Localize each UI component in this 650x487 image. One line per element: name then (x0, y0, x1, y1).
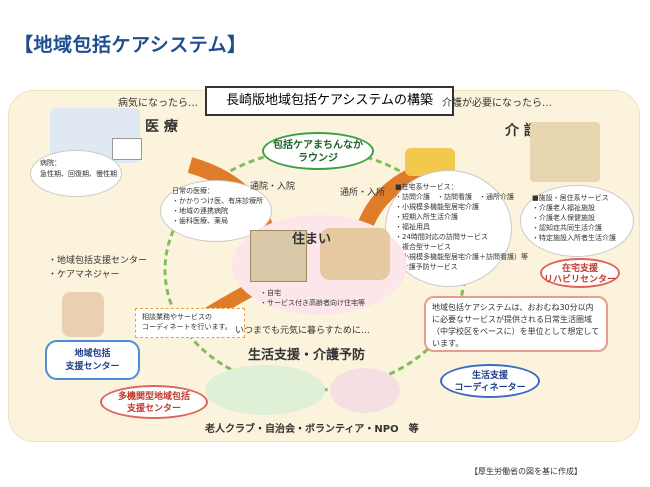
facility-service-0: ■施設・居住系サービス (532, 194, 609, 202)
home-service-6: ・複合型サービス (395, 243, 451, 251)
facility-service-4: ・特定施設入所者生活介護 (532, 234, 616, 242)
left-item-0: ・地域包括支援センター (48, 256, 148, 266)
facility-services-bubble (520, 185, 634, 257)
daily-line-3: ・歯科医療、薬局 (172, 217, 228, 225)
source-credit: 【厚生労働省の図を基に作成】 (470, 467, 582, 476)
coordinate-line-0: 相談業務やサービスの (142, 313, 212, 321)
home-service-1: ・訪問介護 ・訪問看護 ・通所介護 (395, 193, 514, 201)
home-service-2: ・小規模多機能型居宅介護 (395, 203, 479, 211)
prevention-title: 生活支援・介護予防 (248, 348, 366, 363)
house-icon (250, 230, 307, 282)
left-item-1: ・ケアマネジャー (48, 270, 120, 280)
care-facility-building (530, 122, 600, 182)
care-manager-figure (62, 292, 104, 337)
home-service-8: ■介護予防サービス (395, 263, 458, 271)
main-title: 長崎版地域包括ケアシステムの構築 (205, 86, 454, 116)
arrow-label-care: 通所・入所 (340, 188, 386, 198)
multi-center-bubble: 多機関型地域包括 支援センター (100, 385, 208, 419)
family-figure (320, 228, 390, 280)
coordinate-line-1: コーディネートを行います。 (142, 323, 232, 331)
daily-care-bubble (160, 180, 272, 242)
home-service-3: ・短期入所生活介護 (395, 213, 458, 221)
seniors-group-figure (205, 365, 325, 415)
facility-service-3: ・認知症共同生活介護 (532, 224, 602, 232)
home-item-1: ・サービス付き高齢者向け住宅等 (260, 299, 365, 307)
rehab-center-bubble: 在宅支援 リハビリセンター (540, 258, 620, 288)
home-service-4: ・福祉用具 (395, 223, 430, 231)
hospital-line-1: 急性期、回復期、慢性期 (40, 170, 117, 178)
hospital-bubble (30, 150, 122, 197)
arrow-label-hospital: 通院・入院 (250, 182, 296, 192)
medical-prompt: 病気になったら… (118, 98, 198, 109)
page-title: 【地域包括ケアシステム】 (14, 34, 247, 56)
ambulance-icon (112, 138, 142, 160)
home-title: 住まい (292, 232, 332, 247)
doctor-nurse-figure (165, 133, 213, 178)
walking-seniors-figure (330, 368, 400, 413)
lounge-bubble: 包括ケアまちんなか ラウンジ (262, 132, 374, 170)
home-service-7: （小規模多機能型居宅介護＋訪問看護）等 (395, 253, 528, 261)
system-note: 地域包括ケアシステムは、おおむね30分以内に必要なサービスが提供される日常生活圏… (424, 296, 608, 352)
hospital-line-0: 病院： (40, 159, 61, 167)
care-prompt: 介護が必要になったら… (442, 98, 552, 109)
facility-service-2: ・介護老人保健施設 (532, 214, 595, 222)
prevention-footer: 老人クラブ・自治会・ボランティア・NPO 等 (205, 424, 419, 435)
daily-line-2: ・地域の連携病院 (172, 207, 228, 215)
support-center-box: 地域包括 支援センター (45, 340, 140, 380)
prevention-subtitle: いつまでも元気に暮らすために… (235, 326, 370, 336)
care-title: 介 護 (505, 123, 538, 139)
daily-line-1: ・かかりつけ医、有床診療所 (172, 197, 264, 205)
home-item-0: ・自宅 (260, 289, 281, 297)
coordinator-bubble: 生活支援 コーディネーター (440, 364, 540, 398)
home-service-5: ・24時間対応の訪問サービス (395, 233, 488, 241)
coordinate-note-box (135, 308, 245, 338)
daily-line-0: 日常の医療： (172, 187, 214, 195)
home-service-0: ■在宅系サービス： (395, 183, 458, 191)
medical-title: 医 療 (145, 119, 178, 135)
facility-service-1: ・介護老人福祉施設 (532, 204, 595, 212)
